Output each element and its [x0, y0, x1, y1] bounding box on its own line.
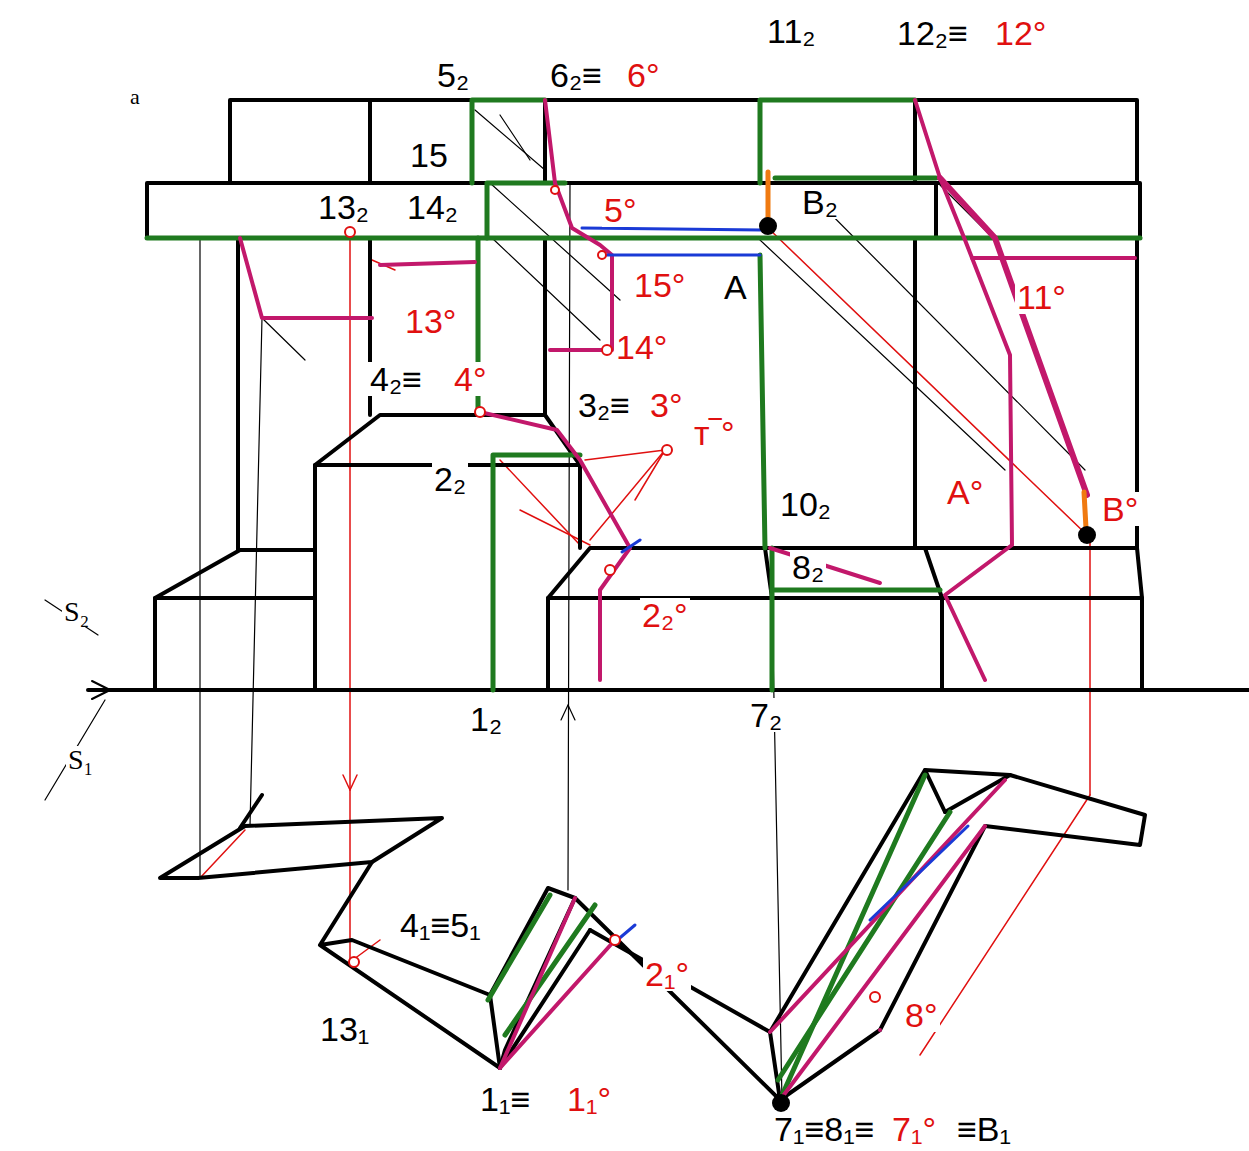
point-label: 11₂ — [765, 14, 818, 48]
point-label: т‾° — [692, 416, 737, 450]
point-label: 14₂ — [405, 190, 460, 224]
point-label: A° — [945, 475, 985, 509]
point-label: 1₁≡ — [478, 1082, 532, 1116]
point-label: 13° — [403, 304, 458, 338]
point-label: 2₁° — [643, 957, 691, 991]
point-label: 15 — [408, 138, 450, 172]
point-label: 13₂ — [316, 190, 371, 224]
point-label: 14° — [614, 330, 669, 364]
point-label: 11° — [1015, 280, 1068, 314]
point-label: 2₂ — [432, 462, 468, 496]
point-label: ≡B₁ — [955, 1112, 1013, 1146]
point-label: 1₂ — [468, 702, 504, 736]
point-label: 6° — [625, 58, 662, 92]
point-label: 12₂≡ — [895, 16, 970, 50]
point-label: 7₂ — [748, 698, 784, 732]
point-label: 3° — [648, 388, 685, 422]
point-label: 4₂≡ — [368, 362, 424, 396]
point-label: 3₂≡ — [576, 388, 632, 422]
point-label: 5° — [602, 193, 639, 227]
point-label: B₂ — [800, 185, 840, 219]
point-label: a — [128, 86, 142, 108]
point-label: 10₂ — [778, 487, 833, 521]
point-label: 1₁° — [565, 1082, 613, 1116]
point-label: 2₂° — [640, 598, 690, 632]
point-label: S₂ — [62, 598, 91, 626]
point-label: 12° — [993, 16, 1048, 50]
point-label: 6₂≡ — [548, 58, 604, 92]
point-label: S₁ — [66, 746, 95, 774]
point-label: B° — [1100, 492, 1140, 526]
point-label: 4₁≡5₁ — [398, 908, 483, 942]
point-label: 5₂ — [435, 58, 471, 92]
point-label: 13₁ — [318, 1012, 371, 1046]
point-label: 4° — [452, 362, 489, 396]
point-label: A — [722, 270, 749, 304]
point-label: 7₁≡8₁≡ — [772, 1112, 876, 1146]
point-label: 15° — [632, 268, 687, 302]
point-label: 7₁° — [890, 1112, 938, 1146]
point-label: 8₂ — [790, 550, 826, 584]
point-label: 8° — [903, 998, 940, 1032]
